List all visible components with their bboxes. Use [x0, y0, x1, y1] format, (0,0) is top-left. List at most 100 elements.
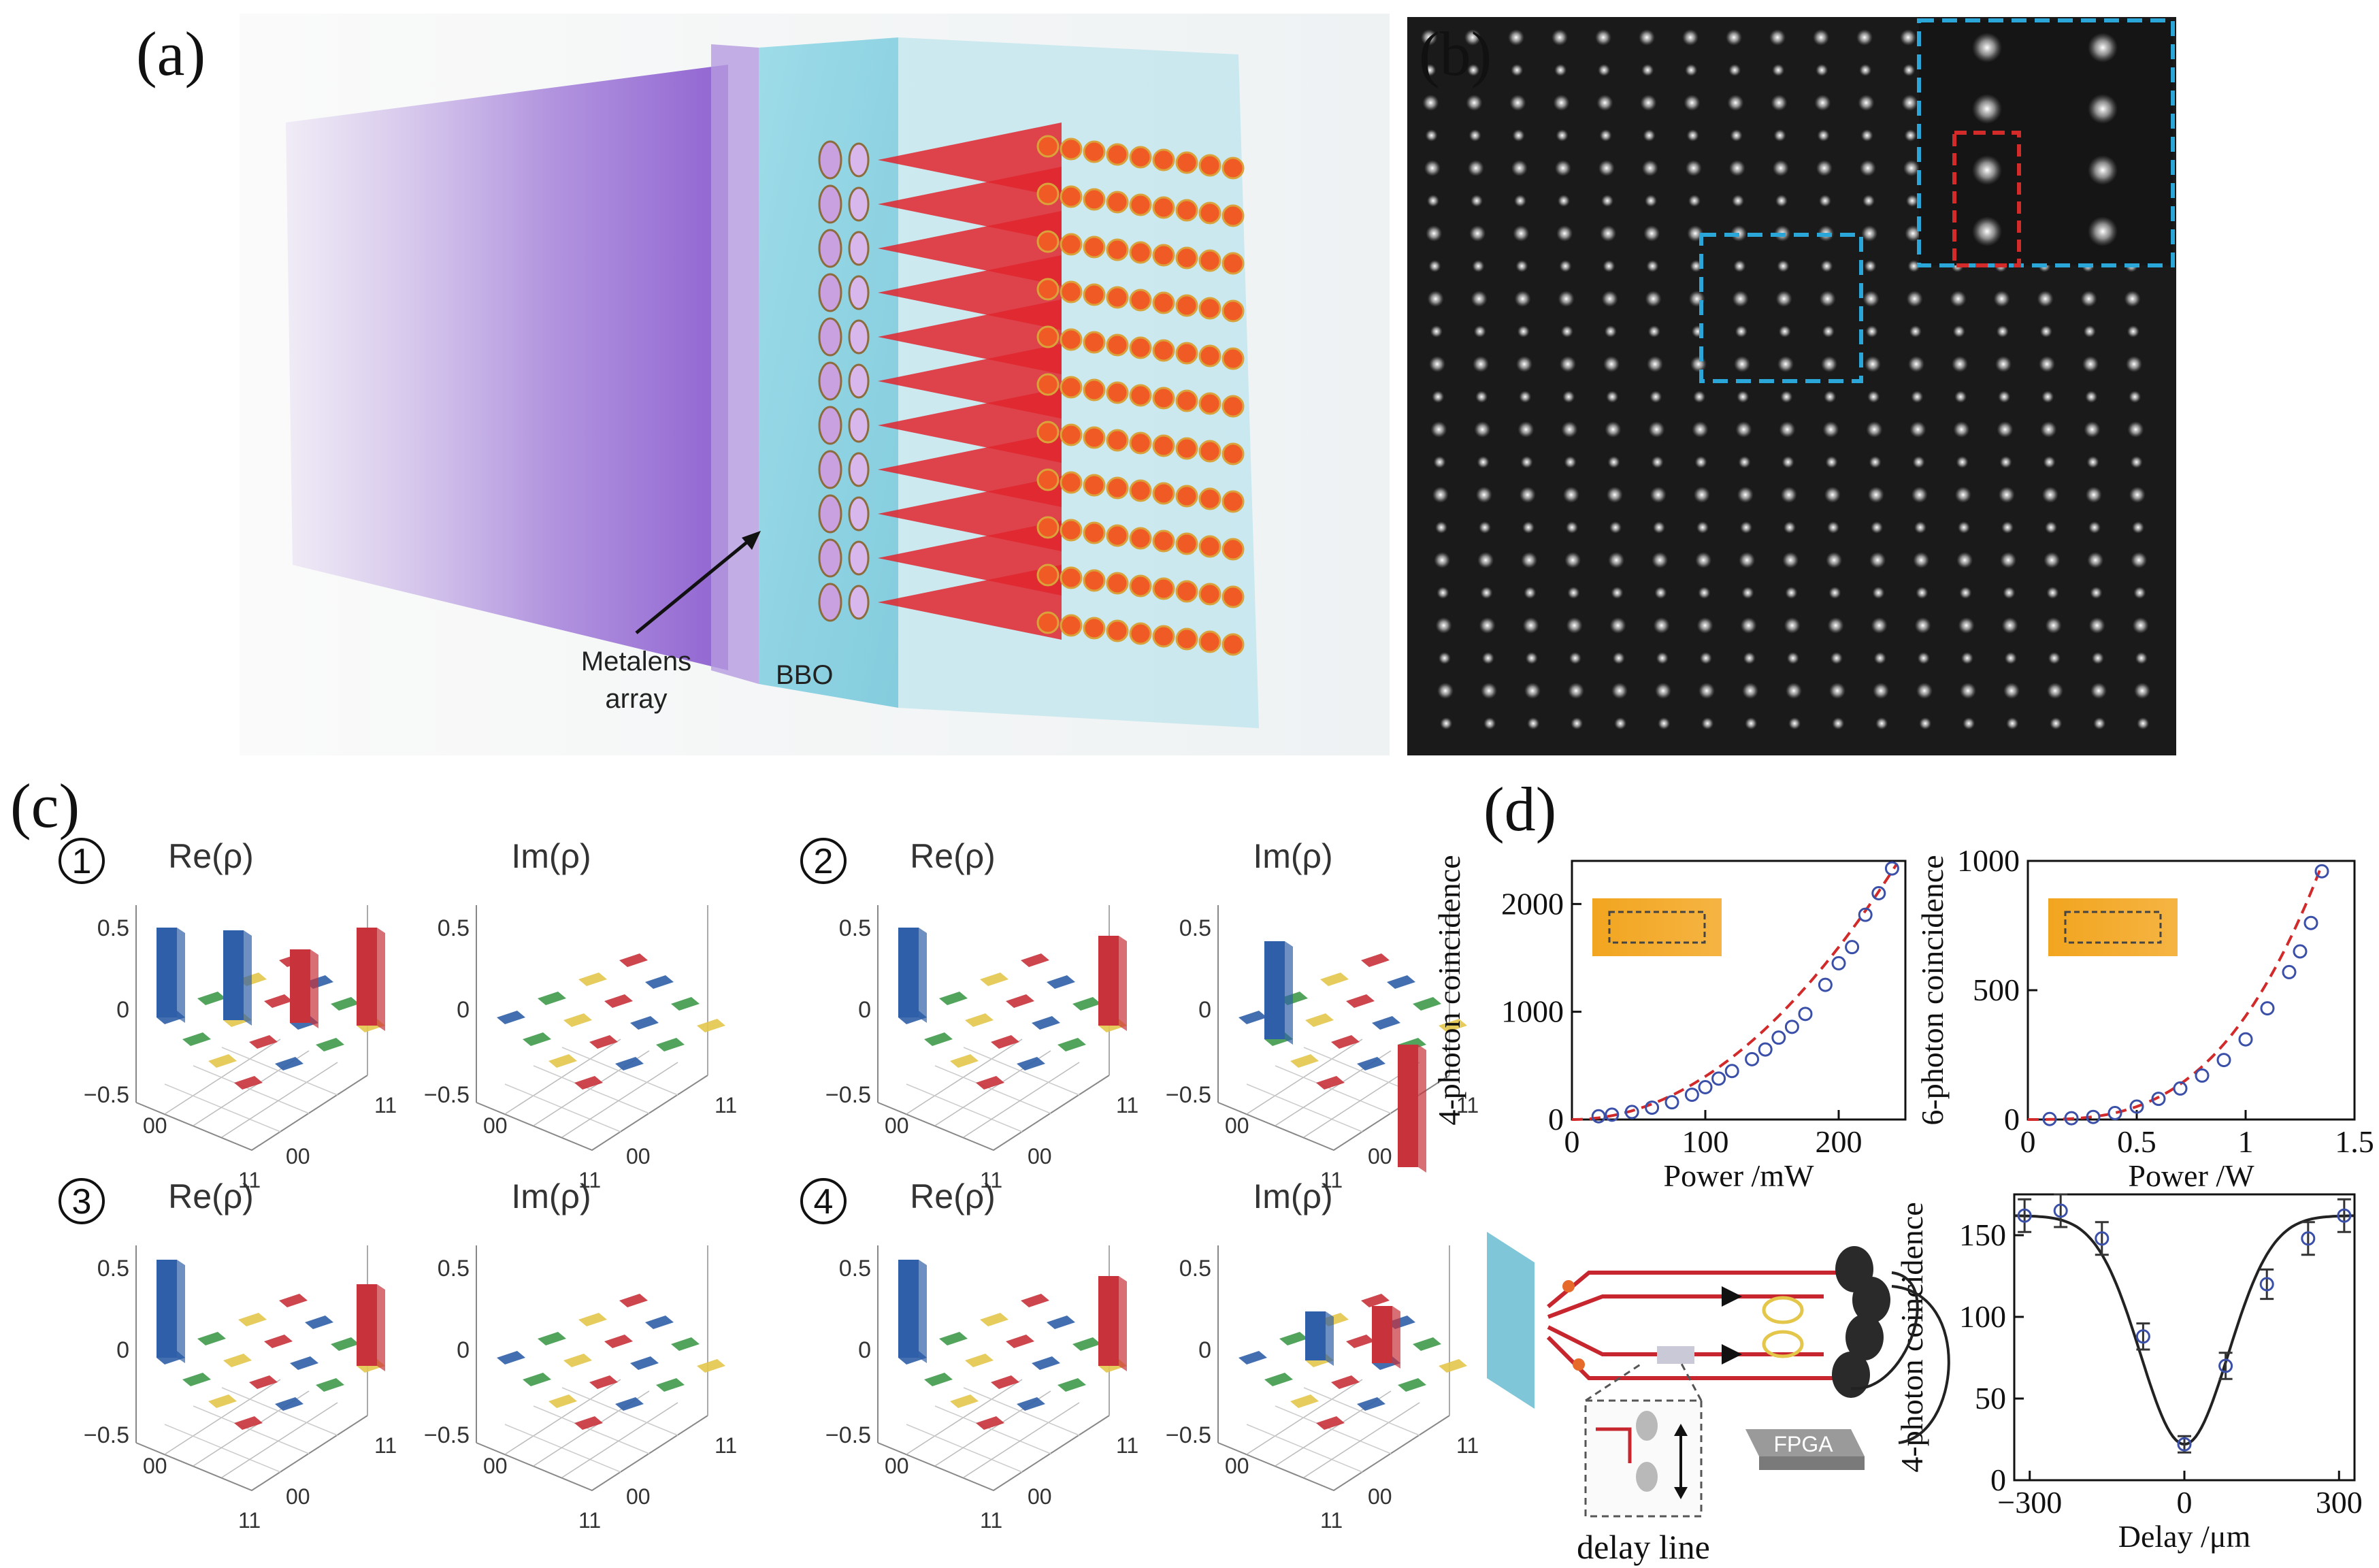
- emitter: [1221, 633, 1245, 656]
- im-title: Im(ρ): [1253, 1177, 1332, 1215]
- photon-spot: [2132, 617, 2149, 634]
- photon-spot: [1859, 160, 1876, 176]
- photon-spot: [1556, 225, 1573, 242]
- photon-spot: [1950, 291, 1967, 307]
- beam-splitter: [1762, 1296, 1804, 1324]
- emitter: [1198, 297, 1221, 320]
- photon-spot: [1995, 356, 2012, 372]
- matrix-element-tile: [630, 1356, 659, 1370]
- photon-spot: [1816, 160, 1833, 176]
- z-tick: 0: [116, 1337, 129, 1363]
- photon-spot: [2090, 683, 2107, 699]
- matrix-element-bar: [1098, 936, 1119, 1026]
- emitter: [1175, 580, 1198, 603]
- matrix-element-tile: [950, 1394, 979, 1408]
- emitter: [1106, 333, 1129, 357]
- detector: [1852, 1277, 1890, 1323]
- inset-spot: [2088, 155, 2118, 185]
- photon-spot: [2045, 617, 2062, 634]
- photon-spot: [1775, 291, 1792, 307]
- axis-tick-00: 00: [143, 1113, 167, 1138]
- photon-spot: [1780, 487, 1797, 503]
- photon-spot: [1517, 325, 1530, 338]
- y-tick-label: 2000: [1501, 886, 1564, 921]
- inset-chip: [1592, 898, 1722, 956]
- photon-spot: [1556, 129, 1569, 142]
- grid-line: [934, 1405, 1051, 1454]
- metalens: [818, 273, 842, 312]
- z-tick: 0.5: [97, 915, 129, 941]
- photon-spot: [1906, 195, 1918, 207]
- matrix-element-bar: [357, 1284, 377, 1366]
- z-tick: 0: [1198, 997, 1211, 1023]
- photon-spot: [1873, 652, 1886, 664]
- grid-line: [963, 1402, 1080, 1478]
- beam-splitter: [1762, 1330, 1804, 1358]
- photon-spot: [1527, 717, 1540, 730]
- photon-spot: [1658, 717, 1671, 730]
- matrix-element-tile: [316, 1378, 344, 1392]
- photon-spot: [1428, 260, 1441, 272]
- emitter: [1152, 291, 1175, 314]
- grid-line: [164, 1083, 281, 1132]
- emitter: [1060, 423, 1083, 446]
- emitter: [1198, 249, 1221, 272]
- matrix-element-tile: [1290, 1054, 1319, 1068]
- photon-spot: [2041, 391, 2054, 403]
- emitter: [1221, 585, 1245, 608]
- data-point: [1745, 1051, 1760, 1066]
- x-axis-label: Power /mW: [1663, 1158, 1814, 1193]
- matrix-element-tile: [604, 994, 633, 1008]
- emitter: [1060, 137, 1083, 161]
- panel-b: (b): [1407, 17, 2176, 755]
- matrix-element-tile: [1372, 1016, 1400, 1030]
- pump-beam: [286, 65, 728, 670]
- matrix-element-tile: [331, 997, 359, 1011]
- matrix-element-tile: [1021, 1294, 1049, 1307]
- photon-spot: [1509, 95, 1526, 111]
- axis-tick-00: 00: [885, 1454, 909, 1478]
- emitter: [1221, 538, 1245, 561]
- matrix-element-bar-side: [310, 949, 318, 1028]
- photon-spot: [1816, 64, 1828, 76]
- photon-spot: [1911, 391, 1924, 403]
- data-point: [2135, 1329, 2150, 1344]
- photon-spot: [1612, 652, 1625, 664]
- photon-spot: [1865, 356, 1881, 372]
- metalens: [818, 184, 842, 224]
- emitter: [1083, 569, 1106, 592]
- path-mid2: [1547, 1325, 1824, 1356]
- x-tick-label: 1.5: [2335, 1124, 2374, 1159]
- photon-spot: [1916, 683, 1933, 699]
- grid-line: [561, 1402, 678, 1478]
- photon-spot: [1646, 260, 1659, 272]
- emitter: [1175, 485, 1198, 508]
- photon-spot: [1605, 421, 1622, 438]
- group-number: 1: [72, 842, 92, 881]
- z-tick: 0.5: [1179, 915, 1211, 941]
- emitter: [1060, 566, 1083, 589]
- photon-spot: [1606, 487, 1623, 503]
- photon-spot: [1864, 260, 1877, 272]
- emitter: [1036, 278, 1060, 301]
- photon-spot: [1867, 391, 1880, 403]
- panel-a: (a) Metalens array BBO: [136, 14, 1390, 755]
- matrix-element-tile: [538, 1332, 566, 1345]
- photon-spot: [1686, 129, 1699, 142]
- photon-spot: [1564, 552, 1581, 568]
- data-point: [1871, 886, 1886, 900]
- photon-spot: [1901, 95, 1918, 111]
- photon-spot: [1554, 160, 1571, 176]
- photon-spot: [1958, 617, 1975, 634]
- photon-spot: [1914, 521, 1926, 534]
- photon-spot: [1477, 552, 1494, 568]
- matrix-element-bar-side: [377, 1284, 385, 1371]
- photon-spot: [2137, 717, 2150, 730]
- emitter: [1175, 627, 1198, 651]
- im-title: Im(ρ): [1253, 837, 1332, 875]
- photon-spot: [1433, 456, 1446, 468]
- emitter: [1083, 188, 1106, 211]
- matrix-element-tile: [1238, 1351, 1267, 1365]
- axis-tick-11: 11: [1320, 1508, 1343, 1533]
